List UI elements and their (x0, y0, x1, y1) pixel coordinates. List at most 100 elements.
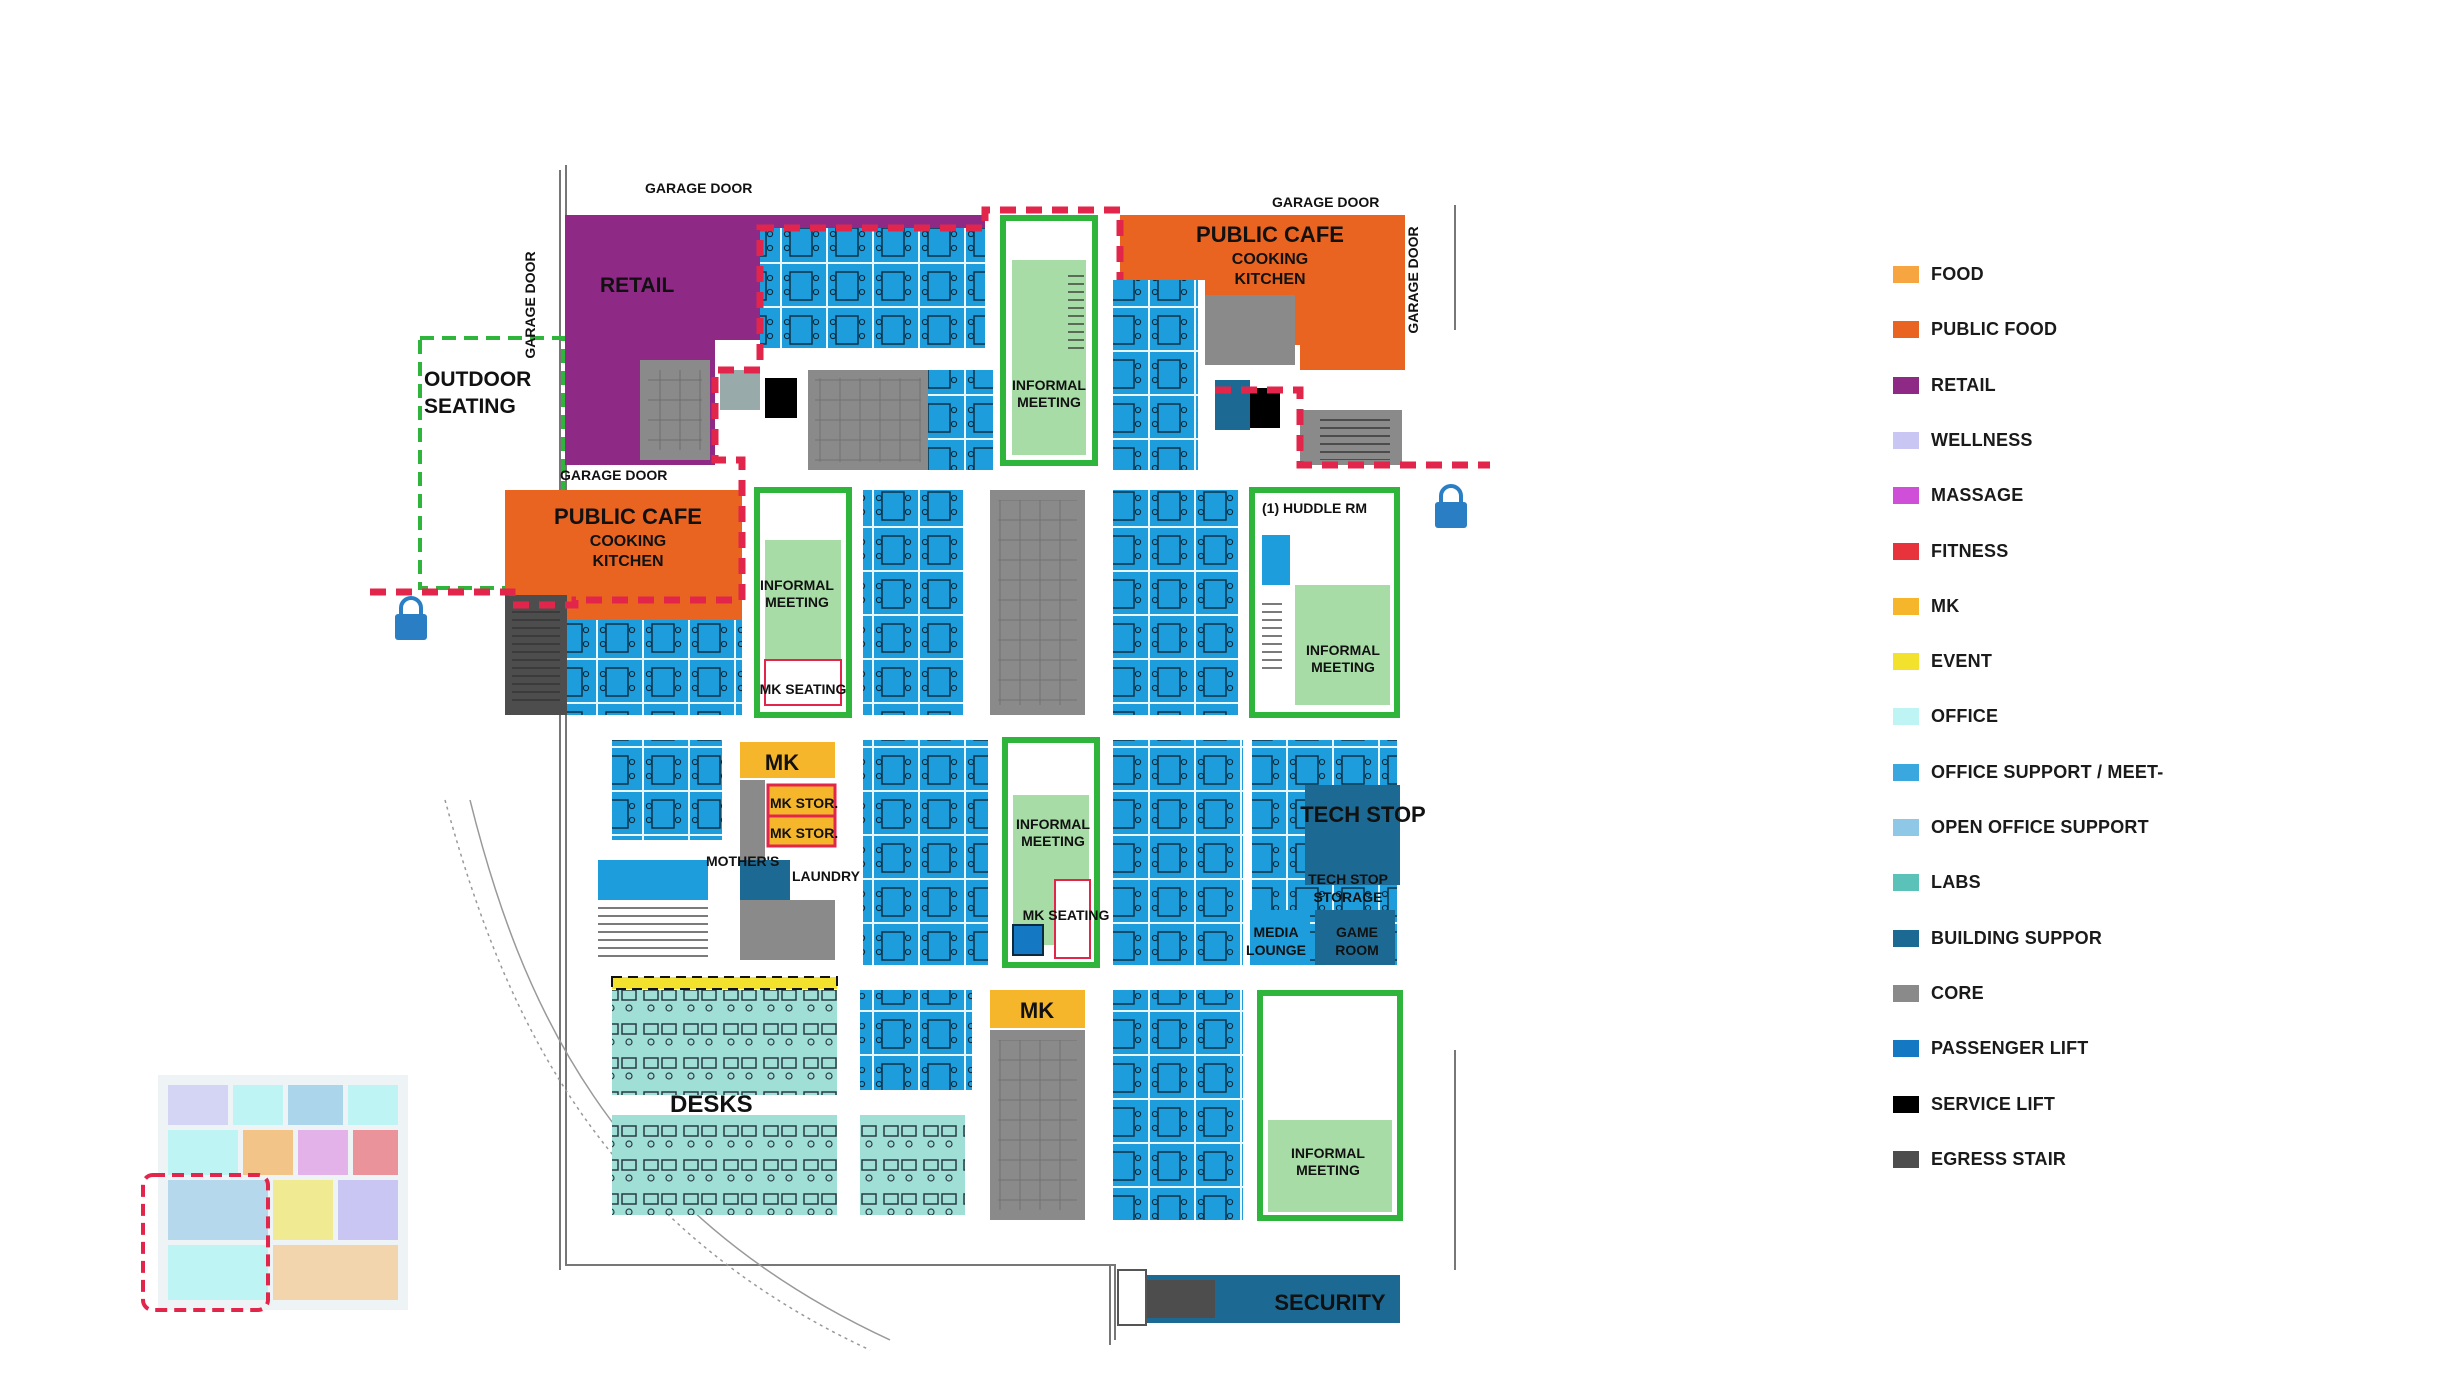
garage-door-label: GARAGE DOOR (560, 467, 667, 483)
legend-label: LABS (1931, 871, 1981, 892)
legend-label: RETAIL (1931, 374, 1996, 395)
legend-label: BUILDING SUPPOR (1931, 927, 2103, 948)
legend-label: MASSAGE (1931, 484, 2024, 505)
legend-item: OFFICE SUPPORT / MEET- (1893, 760, 2163, 784)
legend-swatch (1893, 818, 1919, 836)
informal-meeting-label: MEETING (765, 594, 829, 610)
outdoor-seating-label: OUTDOOR (424, 368, 531, 391)
legend-label: EGRESS STAIR (1931, 1148, 2067, 1169)
legend-swatch (1893, 320, 1919, 338)
legend-label: PUBLIC FOOD (1931, 318, 2058, 339)
legend-swatch (1893, 376, 1919, 394)
mothers-room-label: MOTHER'S (706, 853, 779, 869)
stair-row3 (598, 905, 708, 957)
legend-item: PASSENGER LIFT (1893, 1036, 2088, 1060)
mk-seating-label: MK SEATING (1023, 907, 1110, 923)
garage-door-label: GARAGE DOOR (645, 180, 752, 196)
legend-label: EVENT (1931, 650, 1993, 671)
legend-label: SERVICE LIFT (1931, 1093, 2056, 1114)
legend-label: OFFICE (1931, 705, 1999, 726)
legend-swatch (1893, 763, 1919, 781)
informal-meeting-label: MEETING (1017, 394, 1081, 410)
legend-label: PASSENGER LIFT (1931, 1037, 2089, 1058)
legend-item: PUBLIC FOOD (1893, 317, 2057, 341)
mk-seating-label: MK SEATING (760, 681, 847, 697)
legend-item: EGRESS STAIR (1893, 1147, 2066, 1171)
office-support-row3b (863, 740, 988, 965)
cooking-kitchen-label: COOKING (590, 533, 666, 550)
mk-label: MK (1020, 998, 1054, 1023)
cooking-kitchen-label: COOKING (1232, 251, 1308, 268)
office-support-row4b (1113, 990, 1243, 1220)
legend-swatch (1893, 929, 1919, 947)
legend-swatch (1893, 873, 1919, 891)
informal-meeting-center (1002, 737, 1100, 968)
legend-label: WELLNESS (1931, 429, 2033, 450)
legend-item: SERVICE LIFT (1893, 1092, 2055, 1116)
informal-meeting-label: INFORMAL (760, 577, 834, 593)
legend-item: BUILDING SUPPOR (1893, 926, 2102, 950)
legend-swatch (1893, 265, 1919, 283)
cooking-kitchen-label: KITCHEN (1234, 271, 1305, 288)
minimap (141, 1075, 408, 1312)
legend-swatch (1893, 431, 1919, 449)
outdoor-seating (418, 336, 565, 590)
plan-labels: GARAGE DOOR GARAGE DOOR GARAGE DOOR GARA… (424, 180, 1426, 1315)
informal-meeting-bottom (1257, 990, 1403, 1221)
informal-meeting-label: MEETING (1311, 659, 1375, 675)
office-support-row2b (863, 490, 963, 715)
garage-door-label: GARAGE DOOR (1272, 194, 1379, 210)
garage-door-label: GARAGE DOOR (1405, 226, 1421, 333)
huddle-room-label: (1) HUDDLE RM (1262, 500, 1367, 516)
public-cafe-label: PUBLIC CAFE (554, 504, 702, 529)
core-row1a (720, 370, 928, 470)
legend-swatch (1893, 1150, 1919, 1168)
legend-item: RETAIL (1893, 373, 1996, 397)
lock-icon (395, 596, 427, 640)
mk-zone-b (990, 990, 1085, 1220)
office-support-row3a (598, 740, 722, 900)
mk-storage-label: MK STOR. (770, 795, 838, 811)
retail-label: RETAIL (600, 274, 674, 297)
outdoor-seating-label: SEATING (424, 395, 516, 418)
legend-item: OFFICE (1893, 704, 1998, 728)
security-label: SECURITY (1274, 1290, 1386, 1315)
legend-label: FOOD (1931, 263, 1984, 284)
legend-swatch (1893, 1095, 1919, 1113)
mk-label: MK (765, 750, 799, 775)
desks-label: DESKS (670, 1091, 753, 1118)
desks-zone (612, 990, 965, 1215)
security-zone (1117, 1269, 1400, 1326)
garage-door-label: GARAGE DOOR (522, 251, 538, 358)
informal-meeting-left (754, 487, 852, 718)
legend-item: LABS (1893, 870, 1981, 894)
office-support-row2c (1113, 490, 1238, 715)
legend-label: FITNESS (1931, 540, 2009, 561)
legend-item: CORE (1893, 981, 1984, 1005)
secure-boundary (370, 206, 1490, 609)
legend-item: MASSAGE (1893, 483, 2023, 507)
laundry-label: LAUNDRY (792, 868, 861, 884)
tech-stop-zone (1250, 740, 1400, 965)
media-lounge-label: MEDIA (1253, 924, 1298, 940)
event-strip (611, 976, 838, 990)
legend-item: FOOD (1893, 262, 1984, 286)
game-room-label: GAME (1336, 924, 1378, 940)
office-support-row4a (860, 990, 972, 1090)
legend-item: OPEN OFFICE SUPPORT (1893, 815, 2149, 839)
informal-meeting-label: INFORMAL (1012, 377, 1086, 393)
legend-swatch (1893, 984, 1919, 1002)
game-room-label: ROOM (1335, 942, 1379, 958)
office-support-row2a (567, 620, 742, 715)
informal-meeting-label: MEETING (1021, 833, 1085, 849)
informal-meeting-label: MEETING (1296, 1162, 1360, 1178)
office-support-row1b (928, 370, 993, 470)
legend-item: MK (1893, 594, 1959, 618)
lock-icon (1435, 484, 1467, 528)
tech-storage-label: STORAGE (1314, 889, 1383, 905)
legend-item: EVENT (1893, 649, 1992, 673)
tech-storage-label: TECH STOP (1308, 871, 1388, 887)
legend-swatch (1893, 1039, 1919, 1057)
legend-swatch (1893, 707, 1919, 725)
